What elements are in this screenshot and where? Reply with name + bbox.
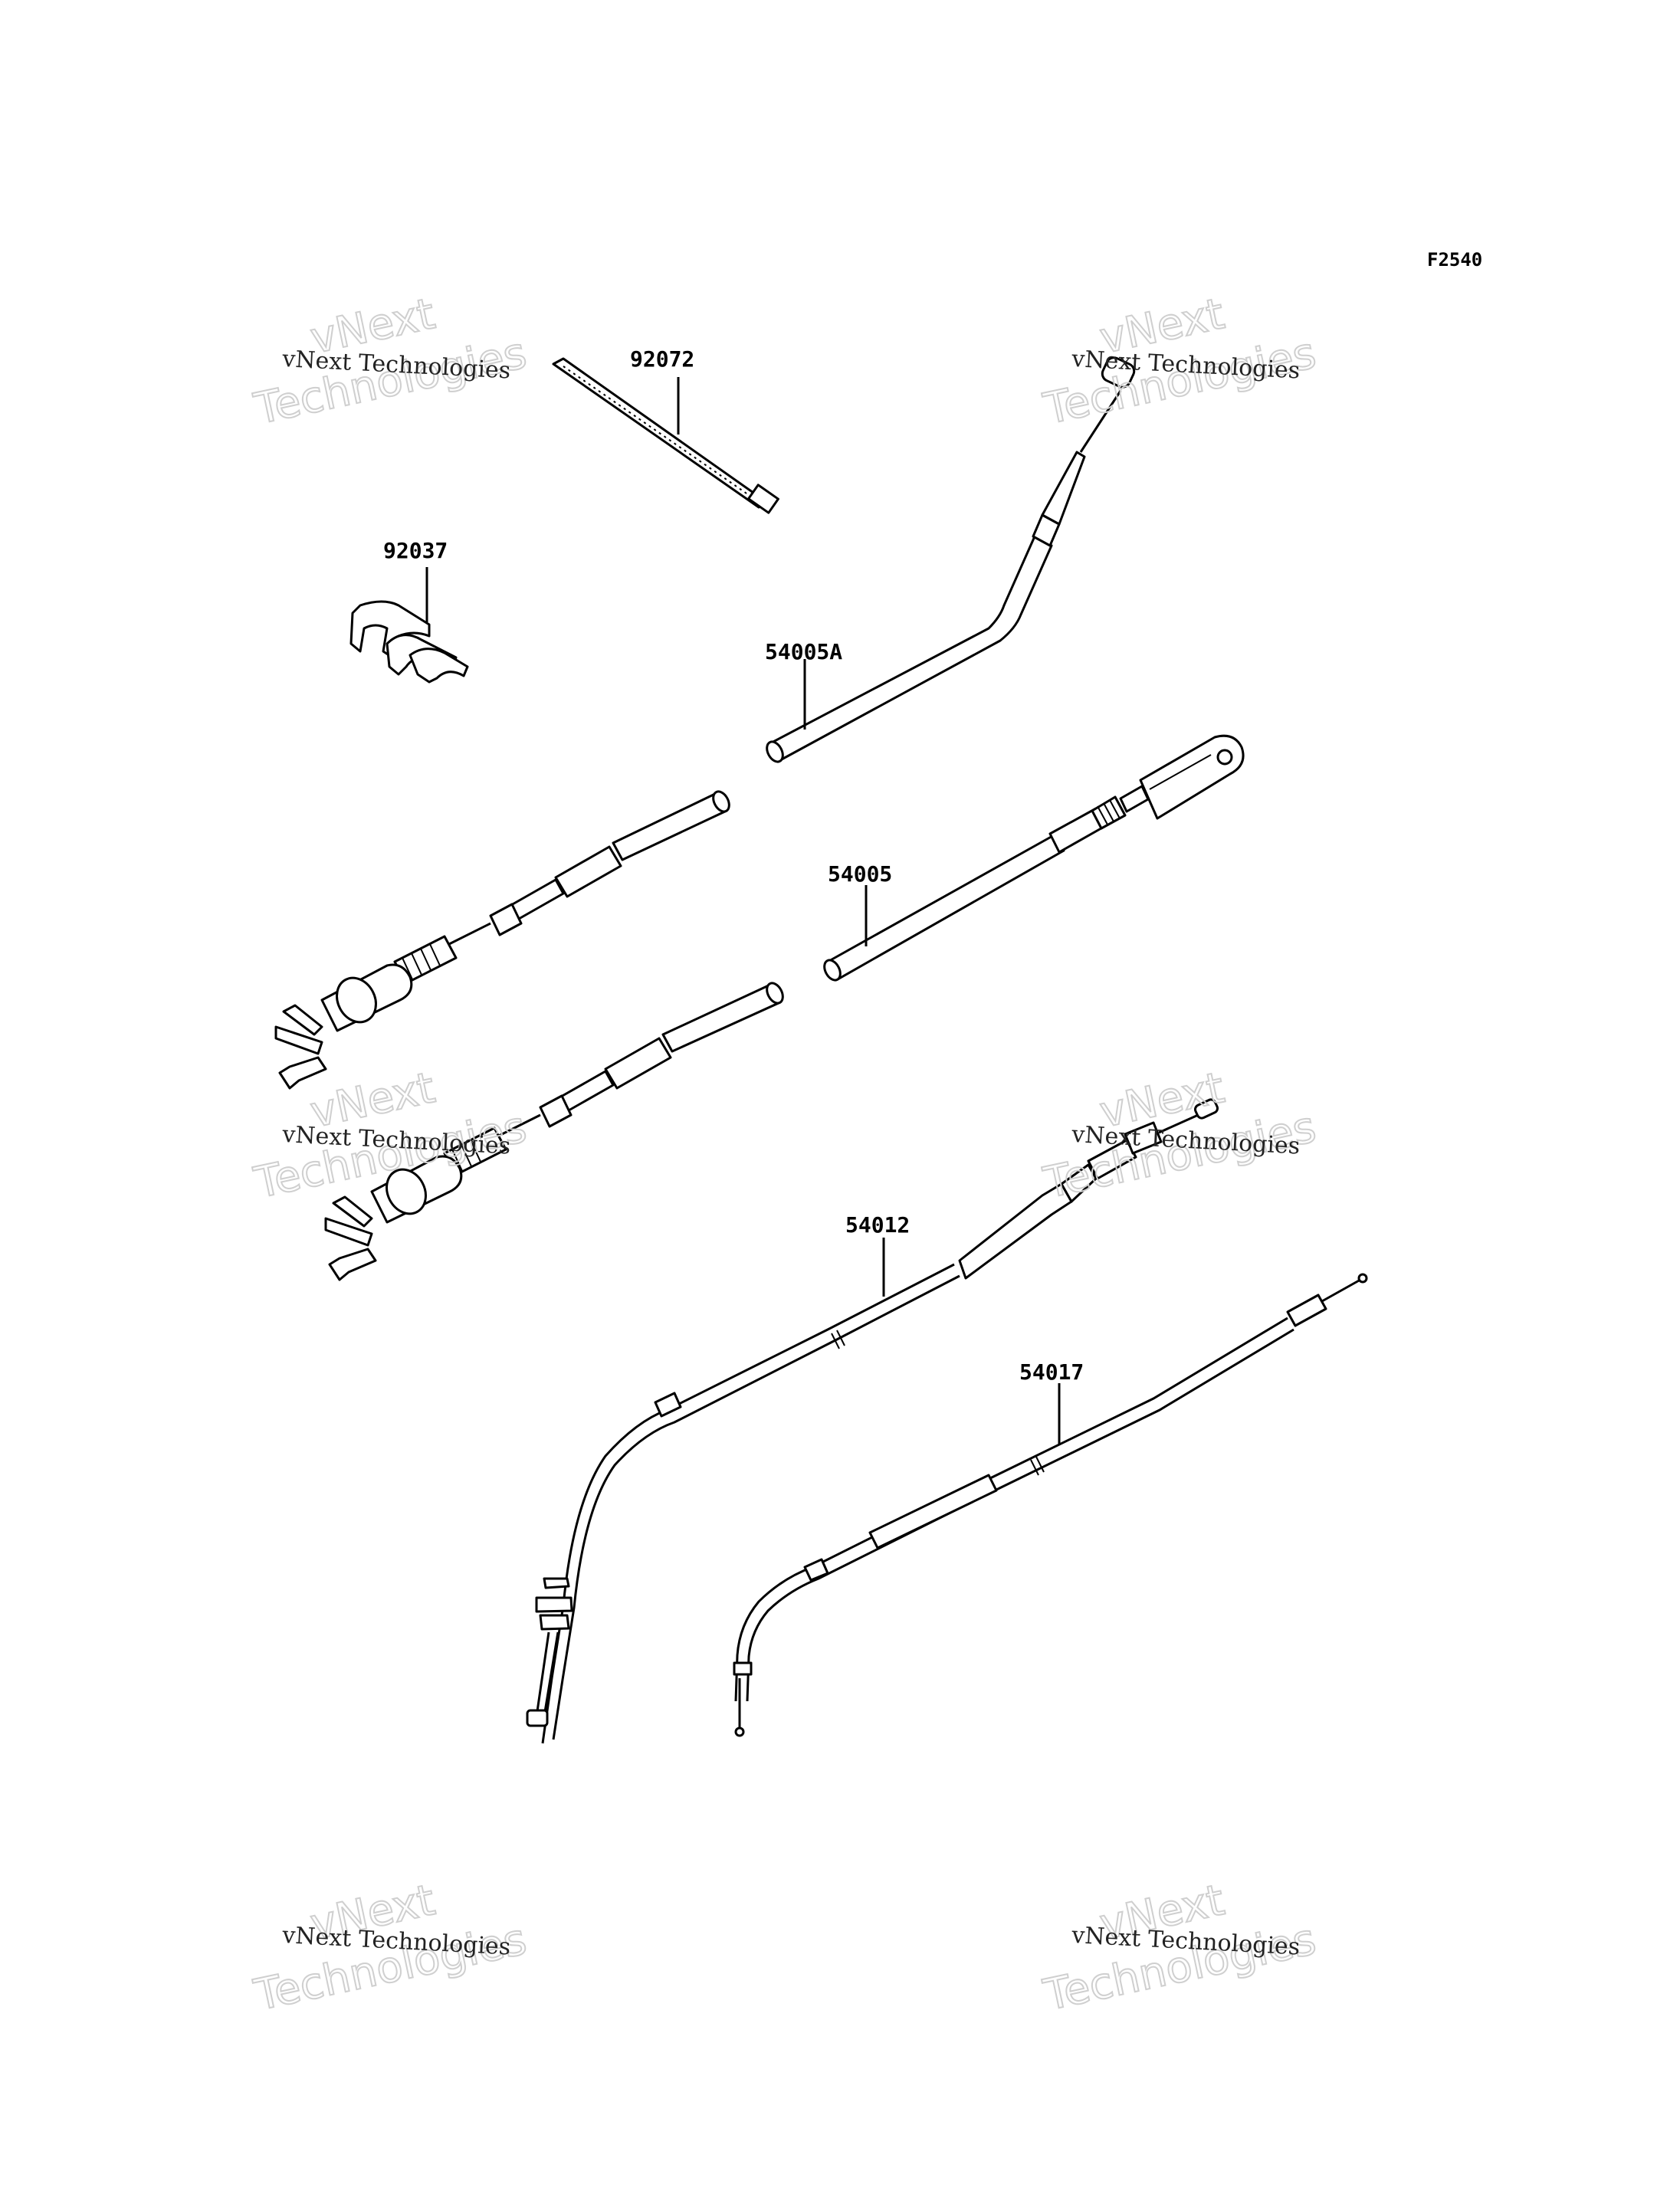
clamp-part — [349, 567, 469, 684]
figure-code: F2540 — [1427, 249, 1482, 271]
brake-cable-part — [823, 734, 1245, 982]
throttle-cable-part — [526, 1098, 1219, 1744]
part-number-92072: 92072 — [630, 346, 694, 372]
part-number-92037: 92037 — [383, 538, 448, 563]
part-number-54005: 54005 — [828, 861, 892, 887]
cable-tie-part — [552, 357, 779, 514]
part-number-54017: 54017 — [1019, 1359, 1084, 1385]
part-number-54005A: 54005A — [765, 639, 842, 664]
brake-cable-a-part — [766, 356, 1136, 763]
clutch-cable-part — [733, 1273, 1368, 1737]
part-number-54012: 54012 — [845, 1212, 910, 1238]
left-brake-cable-upper — [274, 790, 730, 1090]
left-brake-cable-lower — [324, 982, 784, 1281]
watermark-mid-left: vNext Technologies — [249, 1062, 531, 1209]
